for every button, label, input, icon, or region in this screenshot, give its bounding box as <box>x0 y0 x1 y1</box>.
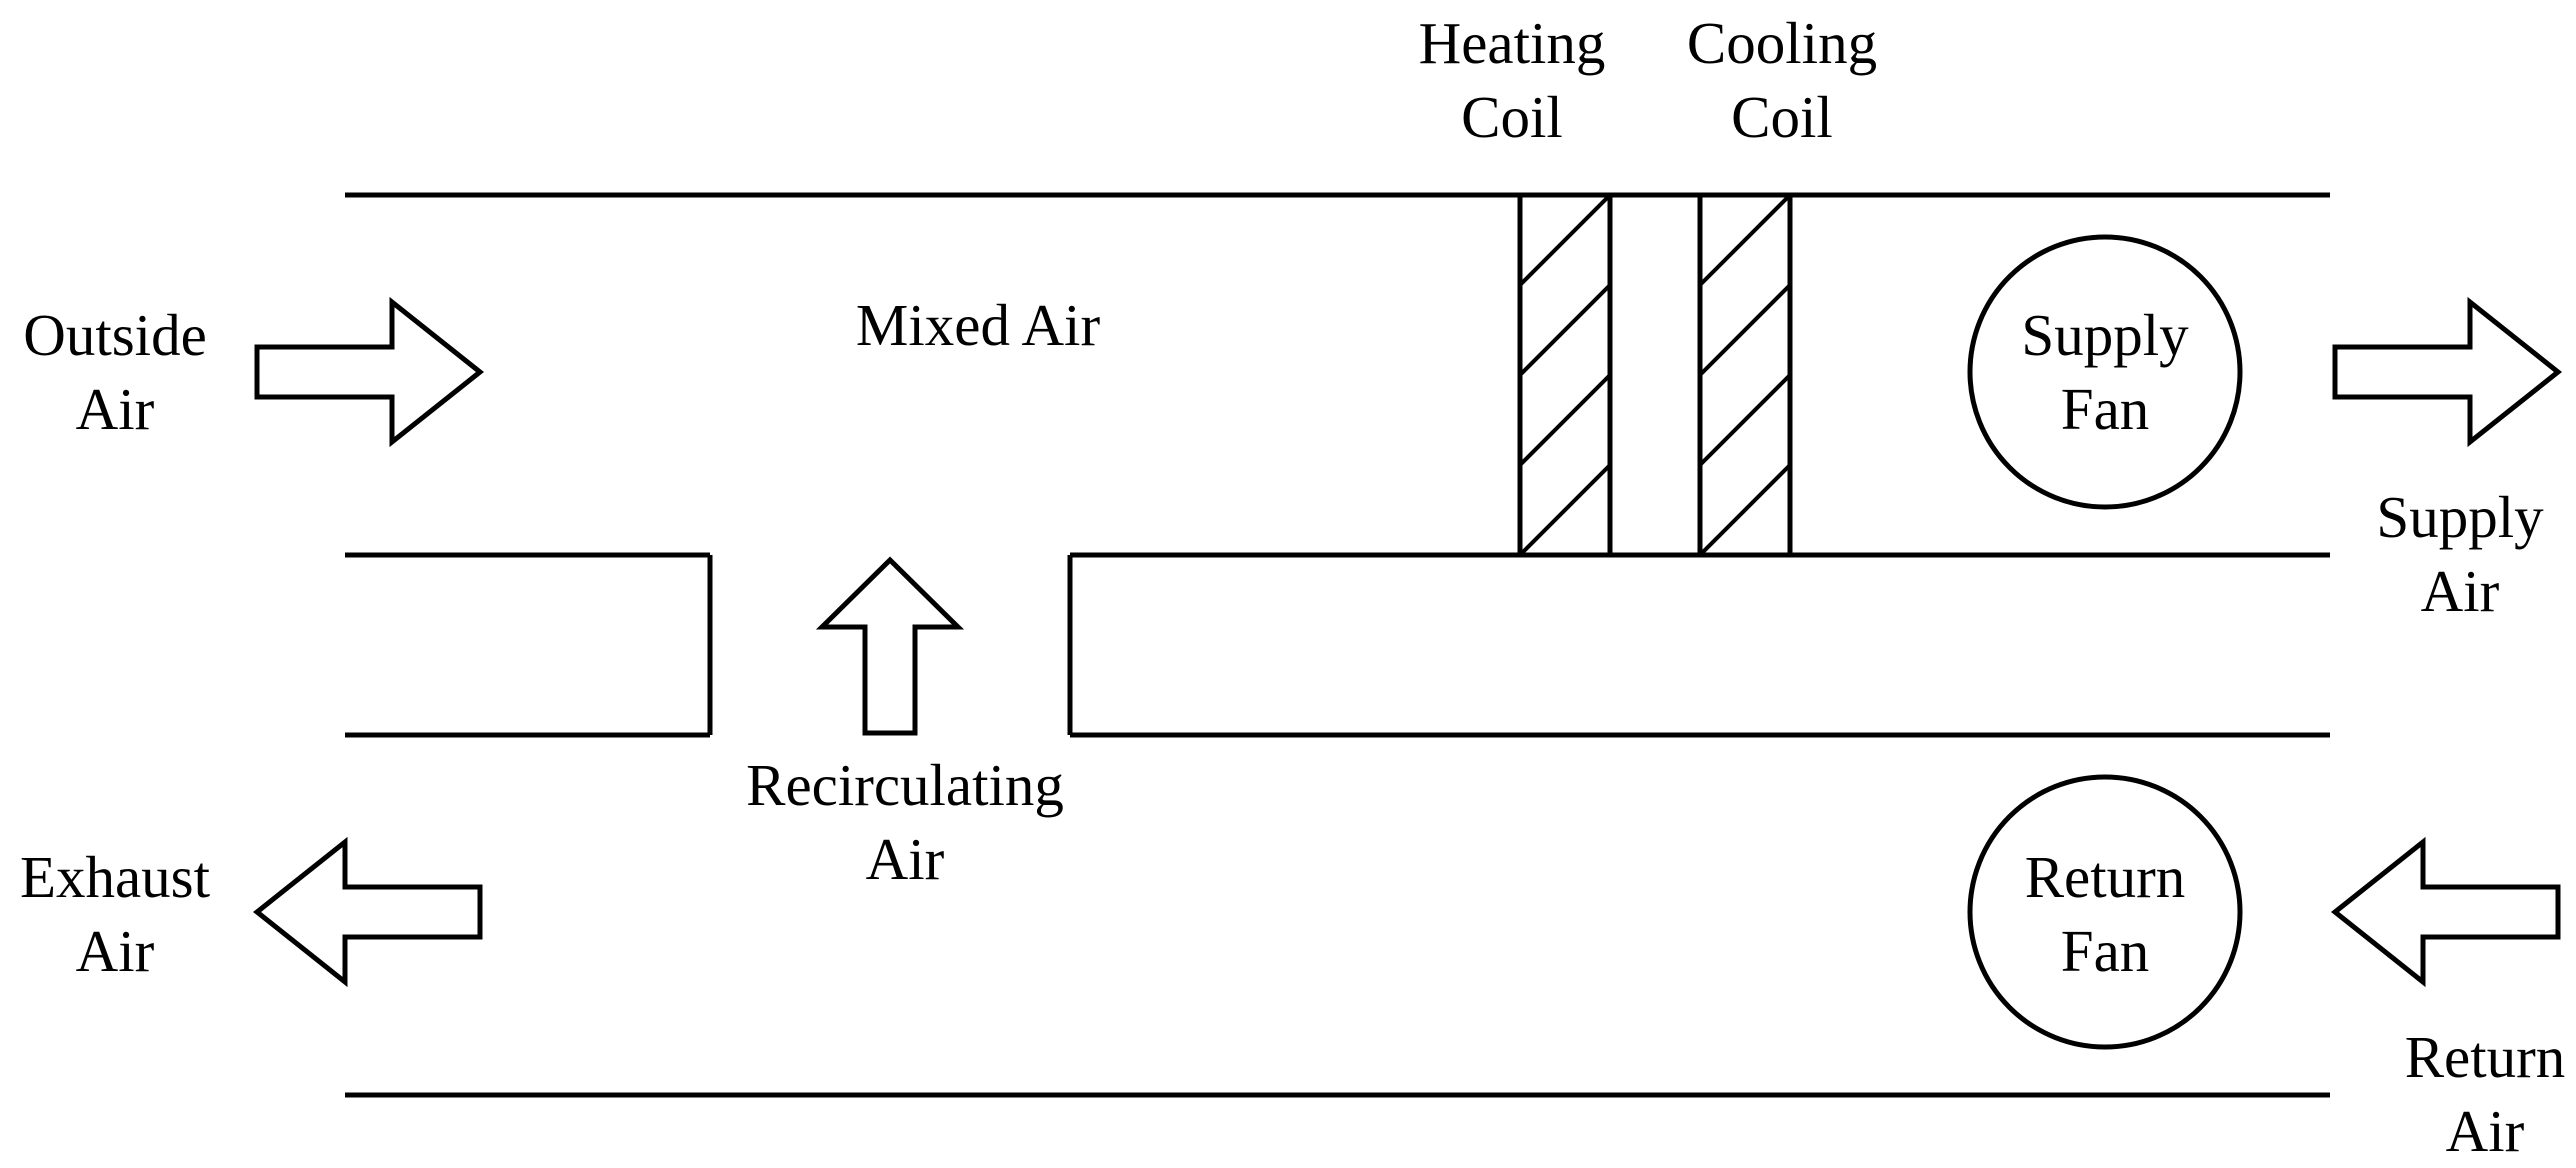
return-fan-circle <box>1967 774 2243 1050</box>
supply-fan-circle <box>1967 234 2243 510</box>
cooling-coil <box>1697 192 1793 558</box>
recirculating-air-arrow-icon <box>815 556 965 736</box>
return-air-arrow-icon <box>2330 836 2561 988</box>
supply-air-arrow-icon <box>2332 296 2563 448</box>
exhaust-air-arrow-icon <box>252 836 483 988</box>
mixed-air-label: Mixed Air <box>855 292 1101 358</box>
outside-air-arrow-icon <box>254 296 485 448</box>
heating-coil <box>1517 192 1613 558</box>
